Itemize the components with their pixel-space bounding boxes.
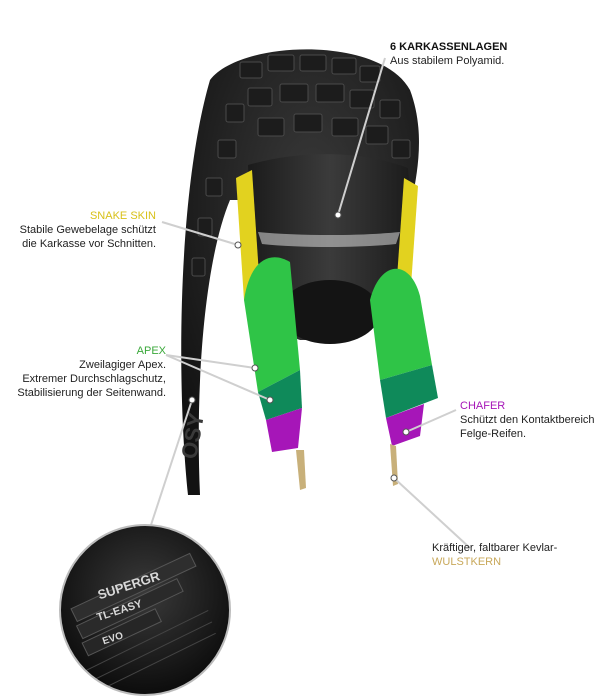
callout-carcass-title: 6 KARKASSENLAGEN	[390, 41, 508, 53]
leader-lines	[149, 57, 471, 549]
callout-apex-title: APEX	[136, 345, 166, 357]
tread-knobs	[191, 54, 411, 277]
callout-apex-line-2: Extremer Durchschlagschutz,	[22, 373, 166, 385]
snake-skin-layer	[236, 170, 418, 300]
chafer-layer	[266, 404, 424, 452]
sidewall-zoom: SUPERGR TL-EASY EVO	[59, 524, 231, 696]
callout-apex: APEX Zweilagiger Apex. Extremer Durchsch…	[0, 344, 166, 400]
callout-apex-line-3: Stabilisierung der Seitenwand.	[17, 387, 166, 399]
leader-carcass	[337, 57, 386, 216]
callout-bead-title: WULSTKERN	[432, 556, 502, 568]
leader-apex-1	[165, 354, 256, 369]
leader-snake-skin	[161, 221, 239, 246]
callout-snake-skin: SNAKE SKIN Stabile Gewebelage schützt di…	[0, 209, 156, 251]
callout-snake-skin-title: SNAKE SKIN	[89, 210, 156, 222]
leader-bead	[393, 477, 471, 549]
leader-chafer	[405, 409, 457, 433]
callout-apex-line-1: Zweilagiger Apex.	[79, 359, 166, 371]
callout-carcass: 6 KARKASSENLAGEN Aus stabilem Polyamid.	[390, 40, 507, 68]
bead-core	[296, 444, 398, 490]
leader-zoom	[149, 399, 193, 529]
callout-snake-skin-line-1: Stabile Gewebelage schützt	[19, 224, 156, 236]
leader-apex-2	[165, 354, 271, 401]
callout-bead-line: Kräftiger, faltbarer Kevlar-	[432, 542, 558, 554]
callout-chafer-line-2: Felge-Reifen.	[460, 428, 527, 440]
callout-bead: Kräftiger, faltbarer Kevlar- WULSTKERN	[432, 541, 557, 569]
apex-layer	[244, 257, 438, 420]
callout-snake-skin-line-2: die Karkasse vor Schnitten.	[22, 238, 156, 250]
leader-dots	[188, 211, 410, 482]
callout-chafer-line-1: Schützt den Kontaktbereich	[460, 414, 595, 426]
callout-carcass-text: Aus stabilem Polyamid.	[390, 55, 505, 67]
callout-chafer-title: CHAFER	[460, 400, 506, 412]
callout-chafer: CHAFER Schützt den Kontaktbereich Felge-…	[460, 399, 595, 441]
